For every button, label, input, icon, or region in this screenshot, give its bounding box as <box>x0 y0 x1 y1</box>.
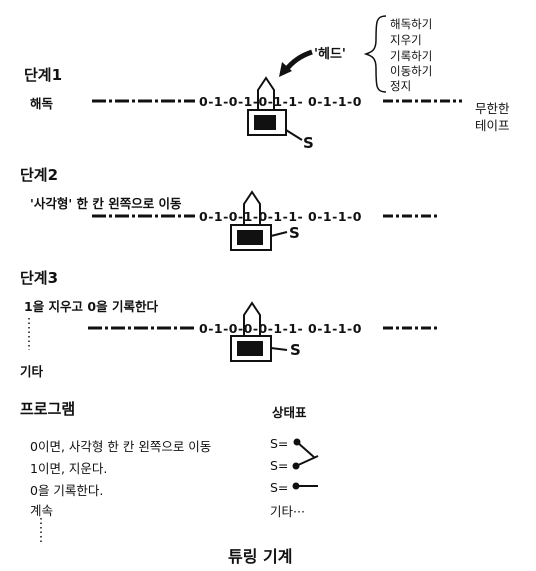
tape-label-line1: 무한한 <box>475 101 510 116</box>
state-table-prefix-3: S= <box>270 480 289 495</box>
head-step3 <box>230 301 288 362</box>
tape-label-line2: 테이프 <box>475 118 510 133</box>
state-table-prefix-1: S= <box>270 436 289 451</box>
step3-title: 단계3 <box>20 269 59 287</box>
state-table-title: 상태표 <box>272 405 307 420</box>
state-table-more: 기타··· <box>270 504 305 519</box>
step3-tape-values: 0-1-0-0-0-1-1- 0-1-1-0 <box>199 321 362 336</box>
program-line-3: 0을 기록한다. <box>30 483 104 498</box>
program-line-4: 계속 <box>30 503 54 518</box>
step3-state-label: S <box>290 341 301 359</box>
figure-caption: 튜링 기계 <box>228 547 293 566</box>
head-step2 <box>230 190 288 251</box>
arrow-to-head <box>279 49 313 77</box>
head-action-decode: 해독하기 <box>390 17 433 31</box>
step1-state-label: S <box>303 134 314 152</box>
head-actions-brace <box>363 15 387 93</box>
state-symbol-3 <box>292 482 318 490</box>
step2-tape-values: 0-1-0-1-0-1-1- 0-1-1-0 <box>199 209 362 224</box>
head-action-erase: 지우기 <box>390 33 422 47</box>
etc-label: 기타 <box>20 364 44 379</box>
head-action-move: 이동하기 <box>390 64 433 78</box>
step1-title: 단계1 <box>24 66 63 84</box>
head-action-write: 기록하기 <box>390 49 433 63</box>
state-symbol-1 <box>293 438 316 459</box>
state-table-prefix-2: S= <box>270 458 289 473</box>
step2-desc: '사각형' 한 칸 왼쪽으로 이동 <box>30 196 182 211</box>
program-line-1: 0이면, 사각형 한 칸 왼쪽으로 이동 <box>30 439 212 454</box>
head-label: '헤드' <box>314 47 346 62</box>
step3-desc: 1을 지우고 0을 기록한다 <box>24 299 158 314</box>
step1-desc: 해독 <box>30 96 54 111</box>
program-title: 프로그램 <box>20 400 76 418</box>
step2-state-label: S <box>289 224 300 242</box>
step1-tape-values: 0-1-0-1-0-1-1- 0-1-1-0 <box>199 94 362 109</box>
program-line-2: 1이면, 지운다. <box>30 461 108 476</box>
head-action-stop: 정지 <box>390 79 412 93</box>
state-symbol-2 <box>292 455 319 470</box>
step2-title: 단계2 <box>20 166 59 184</box>
head-step1 <box>247 76 303 141</box>
